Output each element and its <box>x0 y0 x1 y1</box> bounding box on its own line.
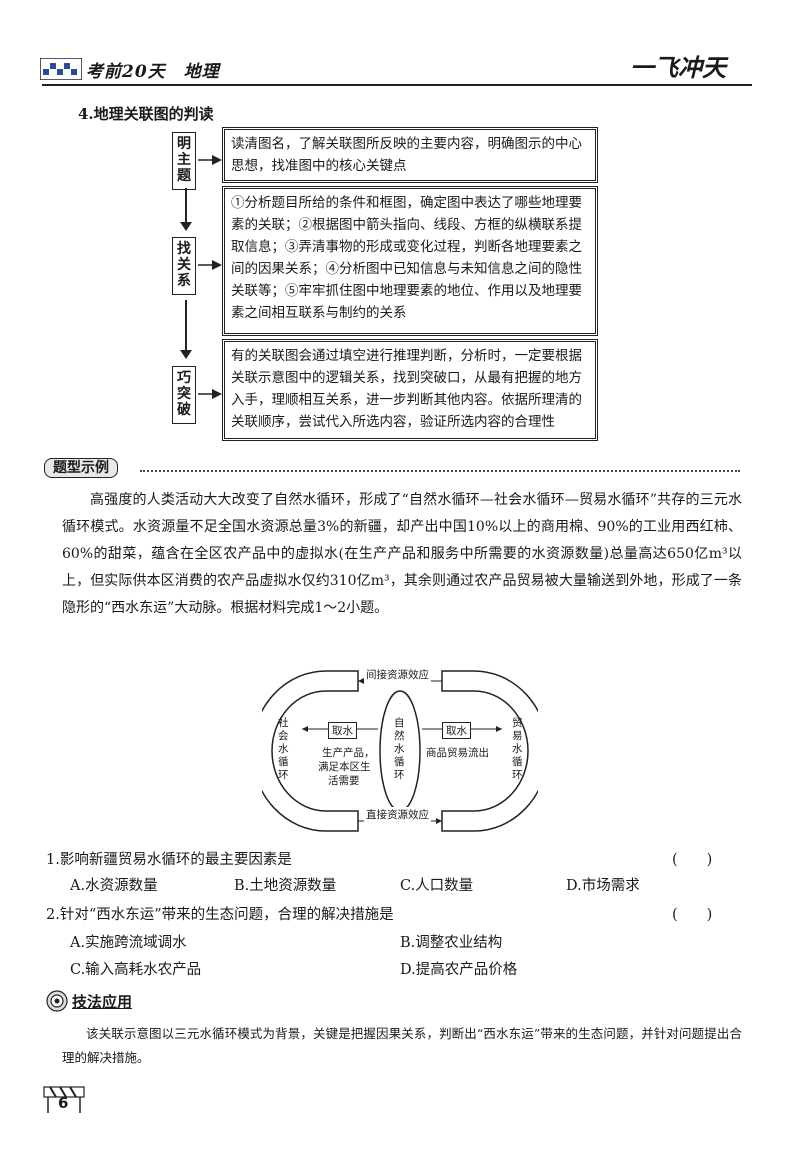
flow-right-arrow-2-icon <box>198 256 222 270</box>
question-2-paren: ( ) <box>672 907 713 923</box>
flow-down-line-2 <box>185 300 187 355</box>
question-1-option-b[interactable]: B.土地资源数量 <box>234 878 337 894</box>
flow-label-2: 找关系 <box>172 237 196 295</box>
flow-right-arrow-3-icon <box>198 385 222 399</box>
question-1-option-c[interactable]: C.人口数量 <box>400 878 474 894</box>
question-2-option-d[interactable]: D.提高农产品价格 <box>400 962 518 978</box>
diagram-right-text: 商品贸易流出 <box>426 747 489 759</box>
left-inner-arrow-head <box>302 726 308 732</box>
example-heading-wrap: 题型示例 <box>44 457 118 478</box>
diagram-bottom-label: 直接资源效应 <box>364 807 431 822</box>
diagram-right-box: 取水 <box>442 722 471 739</box>
diagram-left-ring-label: 社会水循环 <box>278 717 289 781</box>
diagram-left-text-2: 满足本区生 <box>318 761 371 773</box>
water-cycle-diagram: 间接资源效应 直接资源效应 社会水循环 自然水循环 贸易水循环 取水 生产产品，… <box>251 665 549 837</box>
diagram-left-text-1: 生产产品， <box>322 747 375 759</box>
left-ring-shape <box>251 670 359 832</box>
example-dotted-divider <box>140 470 740 472</box>
question-1-stem: 1.影响新疆贸易水循环的最主要因素是 <box>46 852 292 868</box>
question-2-option-a[interactable]: A.实施跨流域调水 <box>70 935 187 951</box>
tips-heading: 技法应用 <box>72 993 133 1011</box>
tips-text: 该关联示意图以三元水循环模式为背景，关键是把握因果关系，判断出“西水东运”带来的… <box>62 1026 742 1065</box>
bottom-arrow-head <box>436 818 442 824</box>
question-2-stem: 2.针对“西水东运”带来的生态问题，合理的解决措施是 <box>46 907 394 923</box>
page-number: 6 <box>58 1094 69 1112</box>
question-1-paren: ( ) <box>672 852 713 868</box>
question-1-option-a[interactable]: A.水资源数量 <box>70 878 158 894</box>
flow-down-arrow-2-icon <box>180 350 192 359</box>
right-inner-arrow-head <box>496 726 502 732</box>
target-icon <box>46 990 68 1012</box>
diagram-left-text-3: 活需要 <box>328 775 360 787</box>
example-paragraph: 高强度的人类活动大大改变了自然水循环，形成了“自然水循环—社会水循环—贸易水循环… <box>62 492 742 616</box>
diagram-center-label: 自然水循环 <box>394 717 405 781</box>
question-2-option-b[interactable]: B.调整农业结构 <box>400 935 503 951</box>
flow-right-arrow-1-icon <box>198 151 222 165</box>
flow-text-1: 读清图名，了解关联图所反映的主要内容，明确图示的中心思想，找准图中的核心关键点 <box>222 127 598 183</box>
flow-label-3: 巧突破 <box>172 366 196 424</box>
question-1-option-d[interactable]: D.市场需求 <box>566 878 640 894</box>
top-arrow-head <box>358 678 364 684</box>
flow-label-1: 明主题 <box>172 132 196 190</box>
header-title: 考前20天 地理 <box>86 62 220 82</box>
flow-down-arrow-1-icon <box>180 222 192 231</box>
diagram-top-label: 间接资源效应 <box>364 667 431 682</box>
flow-text-2: ①分析题目所给的条件和框图，确定图中表达了哪些地理要素的关联；②根据图中箭头指向… <box>222 186 598 336</box>
section-title: 4.地理关联图的判读 <box>78 105 214 123</box>
page-number-badge <box>42 1085 86 1115</box>
flow-text-3: 有的关联图会通过填空进行推理判断，分析时，一定要根据关联示意图中的逻辑关系，找到… <box>222 339 598 441</box>
right-ring-shape <box>441 670 549 832</box>
header-logo-icon <box>39 57 83 81</box>
flow-down-line-1 <box>185 188 187 228</box>
example-heading: 题型示例 <box>44 458 118 478</box>
question-2-option-c[interactable]: C.输入高耗水农产品 <box>70 962 202 978</box>
header-brand: 一飞冲天 <box>630 53 726 82</box>
header-rule <box>42 84 752 86</box>
diagram-left-box: 取水 <box>328 722 357 739</box>
diagram-right-ring-label: 贸易水循环 <box>512 717 523 781</box>
